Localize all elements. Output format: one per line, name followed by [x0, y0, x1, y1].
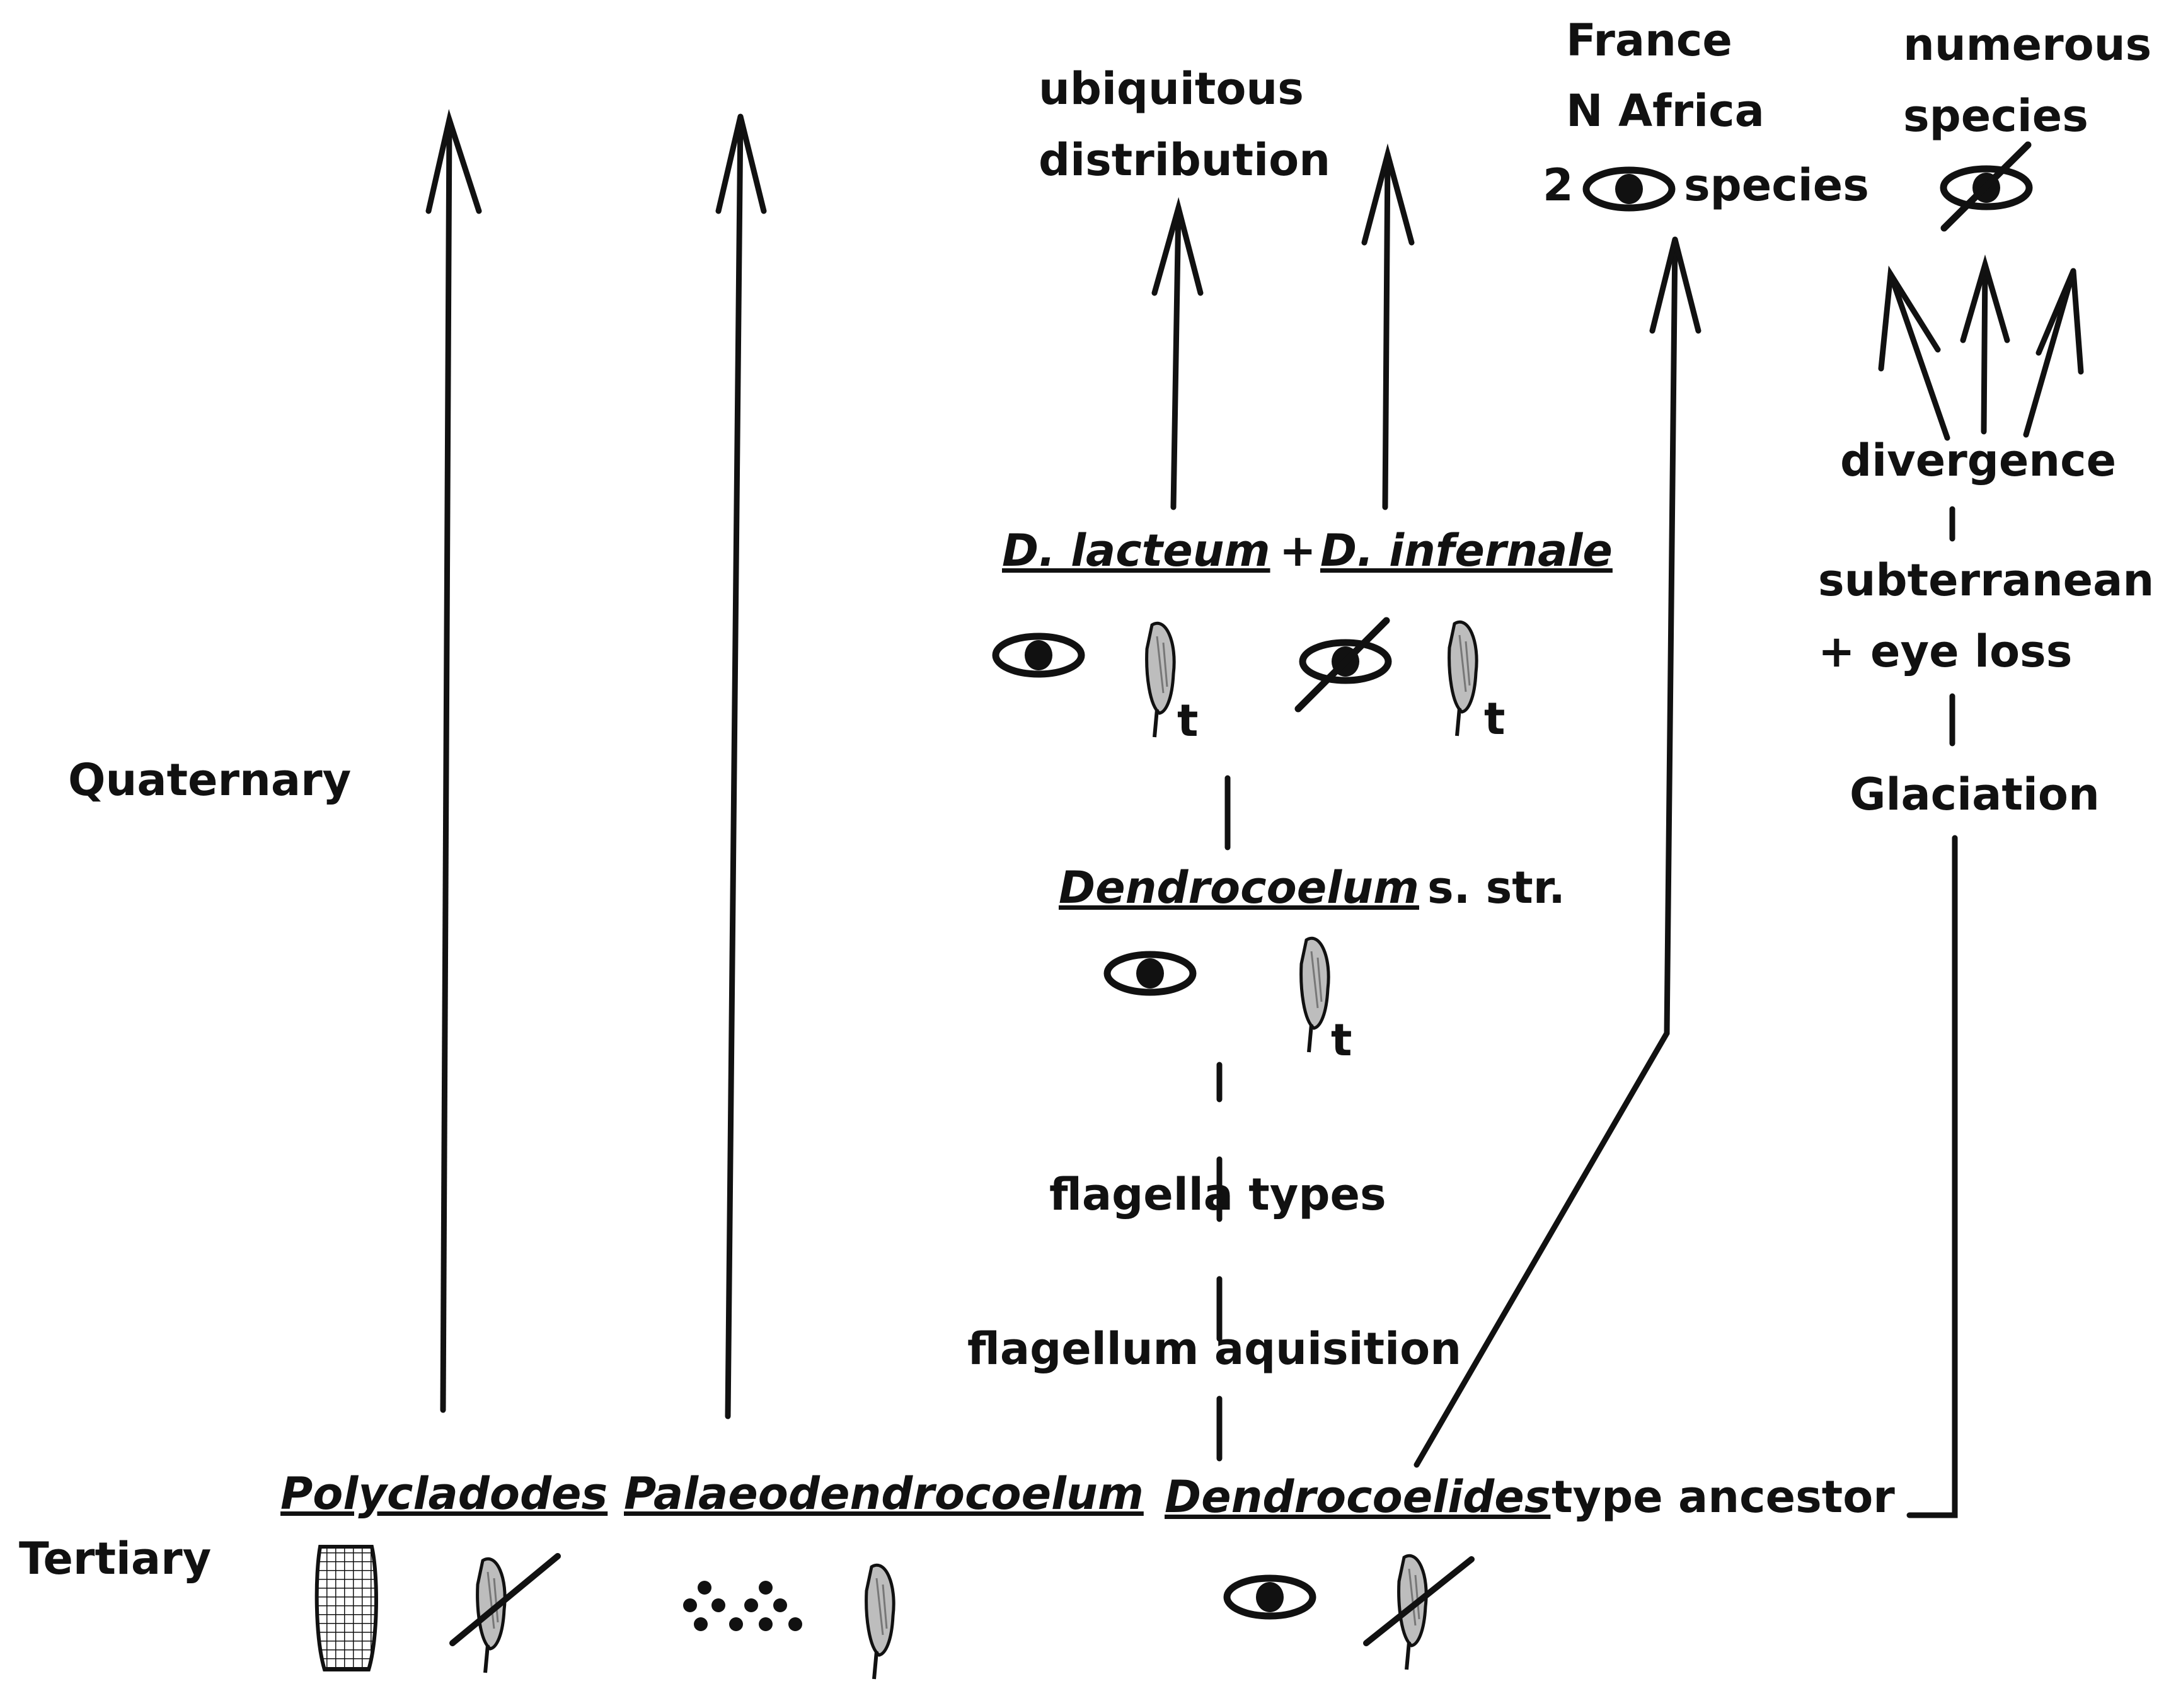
outcome-numerous-species: species — [1903, 90, 2088, 142]
outcome-numerous: numerous — [1903, 19, 2151, 71]
flagellum-icon — [1449, 622, 1477, 736]
outcome-ubiquitous: ubiquitous — [1039, 63, 1304, 115]
flagellum-mark-lacteum: t — [1177, 695, 1198, 747]
divergence-arrowhead-right — [2035, 270, 2084, 375]
flagellum-crossed-icon — [449, 1553, 561, 1673]
lacteum-arrowhead — [1151, 197, 1204, 296]
event-glaciation: Glaciation — [1850, 769, 2100, 820]
flagellum-mark-infernale: t — [1484, 693, 1505, 745]
lineage-lines — [425, 109, 2084, 1518]
event-eye-loss: + eye loss — [1818, 626, 2072, 677]
flagellum-mark-dendrocoelum: t — [1331, 1014, 1352, 1066]
dot-cluster-icon — [683, 1581, 802, 1631]
event-subterranean: subterranean — [1818, 554, 2154, 606]
species-d-lacteum: D. lacteum — [1002, 525, 1270, 576]
divergence-arrow-right — [2023, 268, 2076, 438]
outcome-n-africa: N Africa — [1566, 85, 1765, 137]
outcome-two: 2 — [1543, 159, 1574, 211]
genus-dendrocoelides: Dendrocoelides — [1165, 1471, 1550, 1523]
event-divergence: divergence — [1840, 435, 2116, 486]
polycladodes-arrow — [440, 117, 452, 1413]
glandular-network-icon — [314, 1545, 378, 1671]
divergence-arrow-center — [1981, 261, 1988, 435]
eye-crossed-icon — [1294, 617, 1388, 713]
eye-icon — [1227, 1578, 1313, 1616]
species-plus: + — [1279, 525, 1316, 576]
palaeodendrocoelum-arrow — [725, 113, 744, 1419]
eye-icon — [1586, 170, 1672, 208]
dendrocoelum-suffix: s. str. — [1427, 862, 1565, 914]
lacteum-arrow — [1170, 205, 1182, 510]
palaeodendrocoelum-arrowhead — [715, 115, 767, 214]
genus-dendrocoelum: Dendrocoelum — [1059, 862, 1419, 914]
era-tertiary: Tertiary — [19, 1533, 211, 1585]
divergence-arrow-left — [1887, 271, 1950, 441]
outcome-species: species — [1684, 159, 1869, 211]
flagellum-icon — [866, 1565, 894, 1679]
france-africa-lineage — [1413, 236, 1678, 1468]
genus-polycladodes: Polycladodes — [280, 1468, 607, 1520]
france-africa-arrowhead — [1649, 238, 1701, 334]
dendrocoelides-suffix: type ancestor — [1552, 1471, 1895, 1523]
flagellum-icon — [1301, 938, 1329, 1052]
glaciation-bracket — [1906, 835, 1958, 1518]
flagellum-icon — [1147, 623, 1175, 737]
event-flagellum-aquisition: flagellum aquisition — [967, 1323, 1461, 1375]
eye-icon — [1107, 954, 1193, 992]
polycladodes-arrowhead — [425, 109, 482, 214]
outcome-france: France — [1566, 14, 1732, 66]
era-quaternary: Quaternary — [68, 754, 351, 806]
infernale-arrowhead — [1361, 143, 1415, 246]
outcome-distribution: distribution — [1039, 134, 1330, 186]
divergence-arrowhead-center — [1960, 254, 2010, 343]
divergence-arrowhead-left — [1878, 265, 1941, 372]
species-d-infernale: D. infernale — [1320, 525, 1613, 576]
genus-palaeodendrocoelum: Palaeodendrocoelum — [624, 1468, 1144, 1520]
eye-icon — [996, 636, 1081, 674]
event-flagella-types: flagella types — [1049, 1169, 1386, 1220]
eye-crossed-icon — [1943, 141, 2029, 232]
flagellum-crossed-icon — [1363, 1556, 1475, 1670]
infernale-arrow — [1382, 151, 1391, 510]
